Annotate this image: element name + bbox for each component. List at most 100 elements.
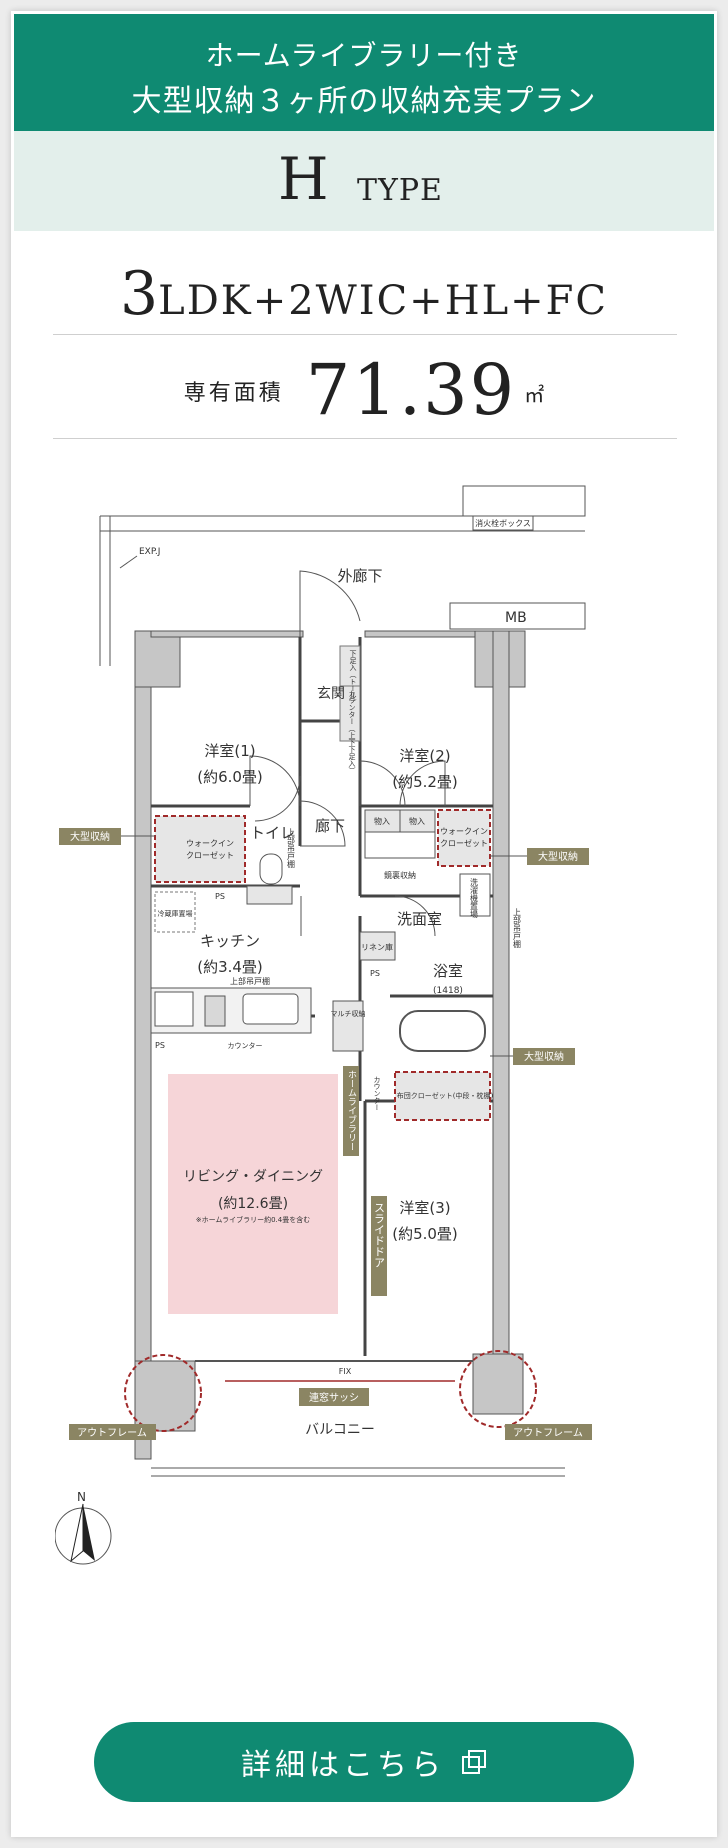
bath-size: (1418) xyxy=(433,986,463,996)
details-button[interactable]: 詳細はこちら xyxy=(94,1722,634,1802)
large-storage-tag-right1 xyxy=(527,848,589,865)
wic-right-label: ウォークイン xyxy=(440,827,488,836)
cooktop xyxy=(154,991,194,1027)
vanity xyxy=(364,831,436,859)
room3-name: 洋室(3) xyxy=(399,1199,450,1217)
area-unit: ㎡ xyxy=(524,383,545,407)
outframe-right-label: アウトフレーム xyxy=(513,1427,583,1439)
floor-plan: 消火栓ボックス EXP.J 外廊下 MB xyxy=(55,485,592,1565)
ps-kitchen: PS xyxy=(155,1041,165,1050)
toilet-label: トイレ xyxy=(250,824,295,842)
kitchen-sink xyxy=(242,993,299,1025)
outer-corridor-label: 外廊下 xyxy=(337,567,382,585)
wic-right xyxy=(437,809,491,867)
wic-left-label2: クローゼット xyxy=(186,850,234,860)
large-storage-tag-right2 xyxy=(513,1048,575,1065)
linen-box xyxy=(359,931,396,961)
room3-size: (約5.0畳) xyxy=(392,1225,458,1243)
room1-size: (約6.0畳) xyxy=(197,768,263,786)
banner-line-1: ホームライブラリー付き xyxy=(205,39,523,72)
toilet-cabinet-label: 上部吊戸棚 xyxy=(287,828,296,869)
banner-line-2: 大型収納３ヶ所の収納充実プラン xyxy=(131,84,597,119)
outframe-tag-left xyxy=(69,1424,156,1440)
futon-closet xyxy=(394,1071,491,1121)
large-storage-right2-label: 大型収納 xyxy=(524,1050,564,1063)
large-storage-left-label: 大型収納 xyxy=(70,830,110,843)
roof-outline xyxy=(99,485,586,666)
multi-storage xyxy=(332,1000,364,1052)
north-label: N xyxy=(77,1490,86,1504)
shoebox-counter xyxy=(339,685,361,742)
expj-leader xyxy=(119,555,138,569)
layout-number: 3 xyxy=(119,259,159,329)
room2-name: 洋室(2) xyxy=(399,747,450,765)
washroom-label: 洗面室 xyxy=(397,910,442,928)
fix-label: FIX xyxy=(339,1367,352,1376)
toilet-sink xyxy=(246,885,293,905)
fire-box-label: 消火栓ボックス xyxy=(475,518,531,528)
kitchen-cabinet-label: 上部吊戸棚 xyxy=(230,976,270,986)
washer-label: 洗濯機置場 xyxy=(470,877,479,919)
type-header: H TYPE xyxy=(14,131,714,231)
kitchen-size: (約3.4畳) xyxy=(197,958,263,976)
wic-left-label: ウォークイン xyxy=(186,839,234,848)
slide-door-label: スライドドア xyxy=(373,1202,386,1268)
outframe-circle-left xyxy=(124,1354,202,1432)
fridge-label: 冷蔵庫置場 xyxy=(158,909,193,918)
outframe-tag-right xyxy=(505,1424,592,1440)
outframe-left-label: アウトフレーム xyxy=(77,1427,147,1439)
entrance-label: 玄関 xyxy=(317,685,345,702)
outframe-circle-right xyxy=(459,1350,537,1428)
north-arrow-icon xyxy=(83,1504,95,1561)
exterior-walls xyxy=(134,630,526,1460)
balcony-label: バルコニー xyxy=(305,1422,375,1438)
kitchen-counter-label: カウンター xyxy=(228,1041,263,1050)
living-name: リビング・ダイニング xyxy=(183,1169,323,1185)
living-size: (約12.6畳) xyxy=(218,1196,288,1212)
fridge-box xyxy=(154,891,196,933)
divider-top xyxy=(53,334,677,335)
ps-left: PS xyxy=(215,892,225,901)
home-library-label: ホームライブラリー xyxy=(346,1070,357,1151)
wic-left xyxy=(154,815,246,883)
toilet-bowl xyxy=(259,853,283,885)
mirror-storage-label: 鏡裏収納 xyxy=(384,870,416,880)
kitchen-cabinet xyxy=(204,995,226,1027)
home-library-tag xyxy=(343,1066,359,1156)
linen-label: リネン庫 xyxy=(361,942,393,952)
layout-spec: LDK+2WIC+HL+FC xyxy=(158,278,609,324)
details-label: 詳細はこちら xyxy=(241,1748,445,1783)
closet-1-label: 物入 xyxy=(374,816,390,826)
futon-closet-label: 布団クローゼット(中段・枕棚) xyxy=(397,1091,494,1100)
type-letter: H xyxy=(278,145,329,213)
mb-box xyxy=(449,602,586,630)
washer-box xyxy=(459,873,491,917)
washroom-counter-label: カウンター xyxy=(373,1076,381,1111)
room2-size: (約5.2畳) xyxy=(392,773,458,791)
multi-storage-label: マルチ収納 xyxy=(331,1009,366,1018)
bathtub xyxy=(399,1010,486,1052)
external-window-icon xyxy=(462,1750,486,1774)
feature-banner: ホームライブラリー付き 大型収納３ヶ所の収納充実プラン xyxy=(14,14,714,131)
bath-label: 浴室 xyxy=(433,962,463,980)
large-storage-right1-label: 大型収納 xyxy=(538,850,578,863)
living-note: ※ホームライブラリー約0.4畳を含む xyxy=(196,1215,310,1224)
door-swings xyxy=(249,570,446,937)
living-area xyxy=(168,1074,338,1314)
slide-door-tag xyxy=(371,1196,387,1296)
sash-label: 連窓サッシ xyxy=(309,1391,359,1404)
floorplan-card: ホームライブラリー付き 大型収納３ヶ所の収納充実プラン H TYPE 3LDK+… xyxy=(11,11,717,1837)
closet-2-label: 物入 xyxy=(409,816,425,826)
expj-label: EXP.J xyxy=(139,547,160,557)
mb-label: MB xyxy=(505,610,527,626)
room1-name: 洋室(1) xyxy=(204,742,255,760)
large-storage-tag-left xyxy=(59,828,121,845)
shoebox-counter-label: カウンター（上下下足入） xyxy=(348,690,356,774)
sash-tag xyxy=(299,1388,369,1406)
kitchen-name: キッチン xyxy=(200,932,260,950)
divider-bottom xyxy=(53,438,677,439)
north-arrow-outline xyxy=(70,1503,84,1563)
type-word: TYPE xyxy=(357,173,443,208)
wic-right-label2: クローゼット xyxy=(440,838,488,848)
